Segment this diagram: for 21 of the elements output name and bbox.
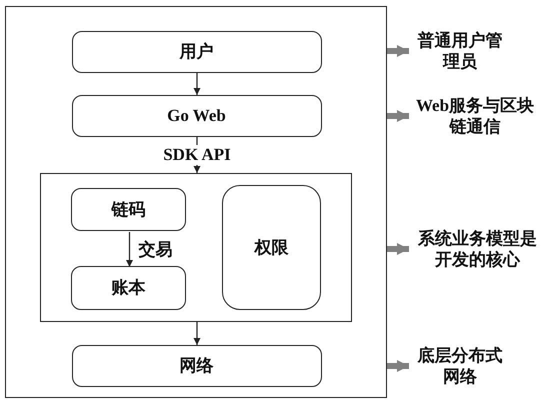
arrow <box>387 110 409 122</box>
edge-label: 交易 <box>138 240 174 260</box>
note-text: 底层分布式网络 <box>410 344 510 388</box>
edge-label: SDK API <box>162 145 232 165</box>
frame-box <box>5 6 387 398</box>
arrow <box>126 232 133 267</box>
frame-box <box>40 172 352 322</box>
process-box: 权限 <box>222 185 321 310</box>
process-box: 链码 <box>71 188 186 231</box>
arrow <box>387 243 409 255</box>
process-box: 网络 <box>72 344 322 386</box>
arrow <box>194 322 200 345</box>
arrow <box>387 45 409 57</box>
process-box: Go Web <box>72 94 322 136</box>
arrow <box>194 73 200 95</box>
note-text: Web服务与区块链通信 <box>410 94 540 138</box>
note-text: 系统业务模型是开发的核心 <box>410 227 545 271</box>
process-box: 用户 <box>72 30 322 72</box>
note-text: 普通用户管理员 <box>410 29 510 73</box>
process-box: 账本 <box>71 266 186 310</box>
arrow <box>387 360 409 372</box>
